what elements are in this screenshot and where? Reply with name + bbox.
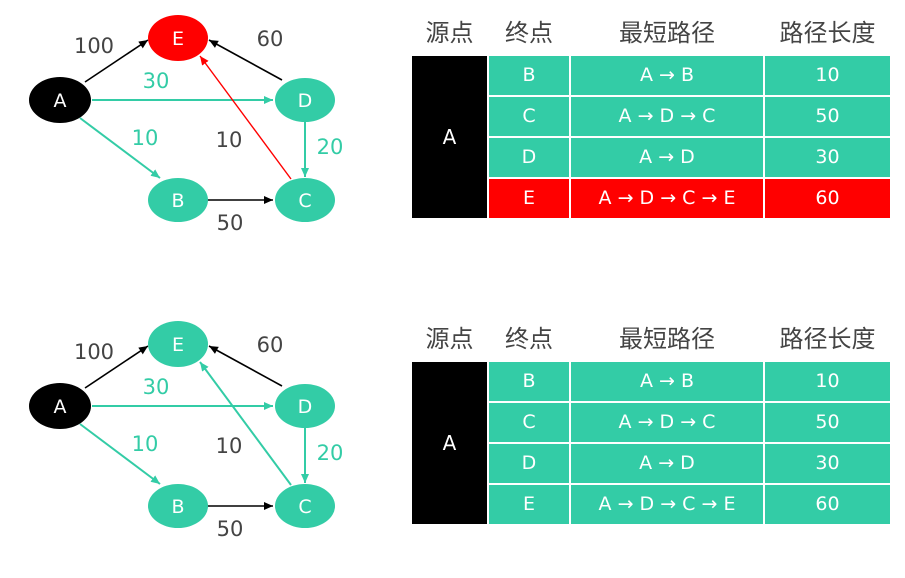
table-row: E A → D → C → E 60 (489, 485, 890, 524)
header-length: 路径长度 (779, 19, 876, 47)
node-d-label: D (298, 396, 313, 418)
end-cell: C (489, 97, 569, 136)
node-b: B (148, 484, 208, 528)
node-b-label: B (171, 496, 184, 518)
edge-label-d-e: 60 (257, 333, 284, 357)
table-row: D A → D 30 (489, 444, 890, 483)
node-a-label: A (54, 396, 67, 418)
node-e-label: E (172, 334, 184, 356)
node-d-label: D (298, 90, 313, 112)
header-end: 终点 (505, 19, 553, 47)
edge-label-d-c: 20 (317, 441, 344, 465)
length-cell: 10 (765, 362, 890, 401)
end-cell: C (489, 403, 569, 442)
end-cell: B (489, 56, 569, 95)
edge-label-c-e: 10 (216, 128, 243, 152)
table-body: A B A → B 10 C A → D → C 50 D A → D 30 E… (412, 362, 890, 524)
table-row: B A → B 10 (489, 362, 890, 401)
table-row: B A → B 10 (489, 56, 890, 95)
edge-d-e (208, 345, 283, 387)
node-d: D (275, 384, 335, 428)
path-cell: A → D → C (571, 97, 763, 136)
node-c-label: C (298, 190, 311, 212)
path-cell: A → D (571, 138, 763, 177)
node-e-label: E (172, 28, 184, 50)
node-b-label: B (171, 190, 184, 212)
node-c: C (275, 484, 335, 528)
edge-a-b (79, 423, 161, 485)
diagram-panel-2: E A D B C 100 30 10 60 10 20 50 源点 终点 最短… (0, 306, 905, 578)
node-e: E (148, 15, 208, 61)
table-body: A B A → B 10 C A → D → C 50 D A → D 30 E… (412, 56, 890, 218)
table-row: C A → D → C 50 (489, 97, 890, 136)
node-e: E (148, 321, 208, 367)
length-cell: 60 (765, 179, 890, 218)
edge-d-e (208, 39, 283, 81)
end-cell: B (489, 362, 569, 401)
path-cell: A → B (571, 362, 763, 401)
length-cell: 10 (765, 56, 890, 95)
edge-label-d-e: 60 (257, 27, 284, 51)
header-path: 最短路径 (619, 19, 715, 47)
edge-label-b-c: 50 (217, 517, 244, 541)
edge-label-c-e: 10 (216, 434, 243, 458)
length-cell: 50 (765, 97, 890, 136)
path-cell: A → D (571, 444, 763, 483)
header-source: 源点 (425, 325, 474, 353)
length-cell: 30 (765, 444, 890, 483)
edge-label-a-b: 10 (132, 432, 159, 456)
node-a: A (29, 77, 91, 123)
edge-a-e (84, 345, 149, 389)
node-d: D (275, 78, 335, 122)
edge-label-a-b: 10 (132, 126, 159, 150)
header-path: 最短路径 (619, 325, 715, 353)
table-header: 源点 终点 最短路径 路径长度 (412, 14, 890, 52)
header-end: 终点 (505, 325, 553, 353)
table-row: D A → D 30 (489, 138, 890, 177)
node-a-label: A (54, 90, 67, 112)
node-a: A (29, 383, 91, 429)
end-cell: D (489, 444, 569, 483)
diagram-panel-1: E A D B C 100 30 10 60 10 20 50 源点 终点 最 (0, 0, 905, 272)
end-cell: D (489, 138, 569, 177)
length-cell: 60 (765, 485, 890, 524)
edge-a-e (84, 39, 149, 83)
path-cell: A → D → C (571, 403, 763, 442)
path-cell: A → D → C → E (571, 179, 763, 218)
table-header: 源点 终点 最短路径 路径长度 (412, 320, 890, 358)
edge-c-e (199, 55, 292, 180)
length-cell: 30 (765, 138, 890, 177)
graph-1: E A D B C 100 30 10 60 10 20 50 (29, 15, 344, 235)
header-length: 路径长度 (779, 325, 876, 353)
path-cell: A → B (571, 56, 763, 95)
edge-label-a-d: 30 (143, 69, 170, 93)
edge-label-a-e: 100 (74, 340, 114, 364)
node-c: C (275, 178, 335, 222)
path-cell: A → D → C → E (571, 485, 763, 524)
end-cell: E (489, 485, 569, 524)
end-cell: E (489, 179, 569, 218)
edge-label-b-c: 50 (217, 211, 244, 235)
source-cell: A (412, 56, 487, 218)
graph-2: E A D B C 100 30 10 60 10 20 50 (29, 321, 344, 541)
edge-a-b (79, 117, 161, 179)
header-source: 源点 (425, 19, 474, 47)
edge-label-d-c: 20 (317, 135, 344, 159)
table-row-highlighted: E A → D → C → E 60 (489, 179, 890, 218)
edge-label-a-d: 30 (143, 375, 170, 399)
node-c-label: C (298, 496, 311, 518)
source-cell: A (412, 362, 487, 524)
edge-c-e (199, 361, 292, 486)
table-row: C A → D → C 50 (489, 403, 890, 442)
node-b: B (148, 178, 208, 222)
edge-label-a-e: 100 (74, 34, 114, 58)
length-cell: 50 (765, 403, 890, 442)
